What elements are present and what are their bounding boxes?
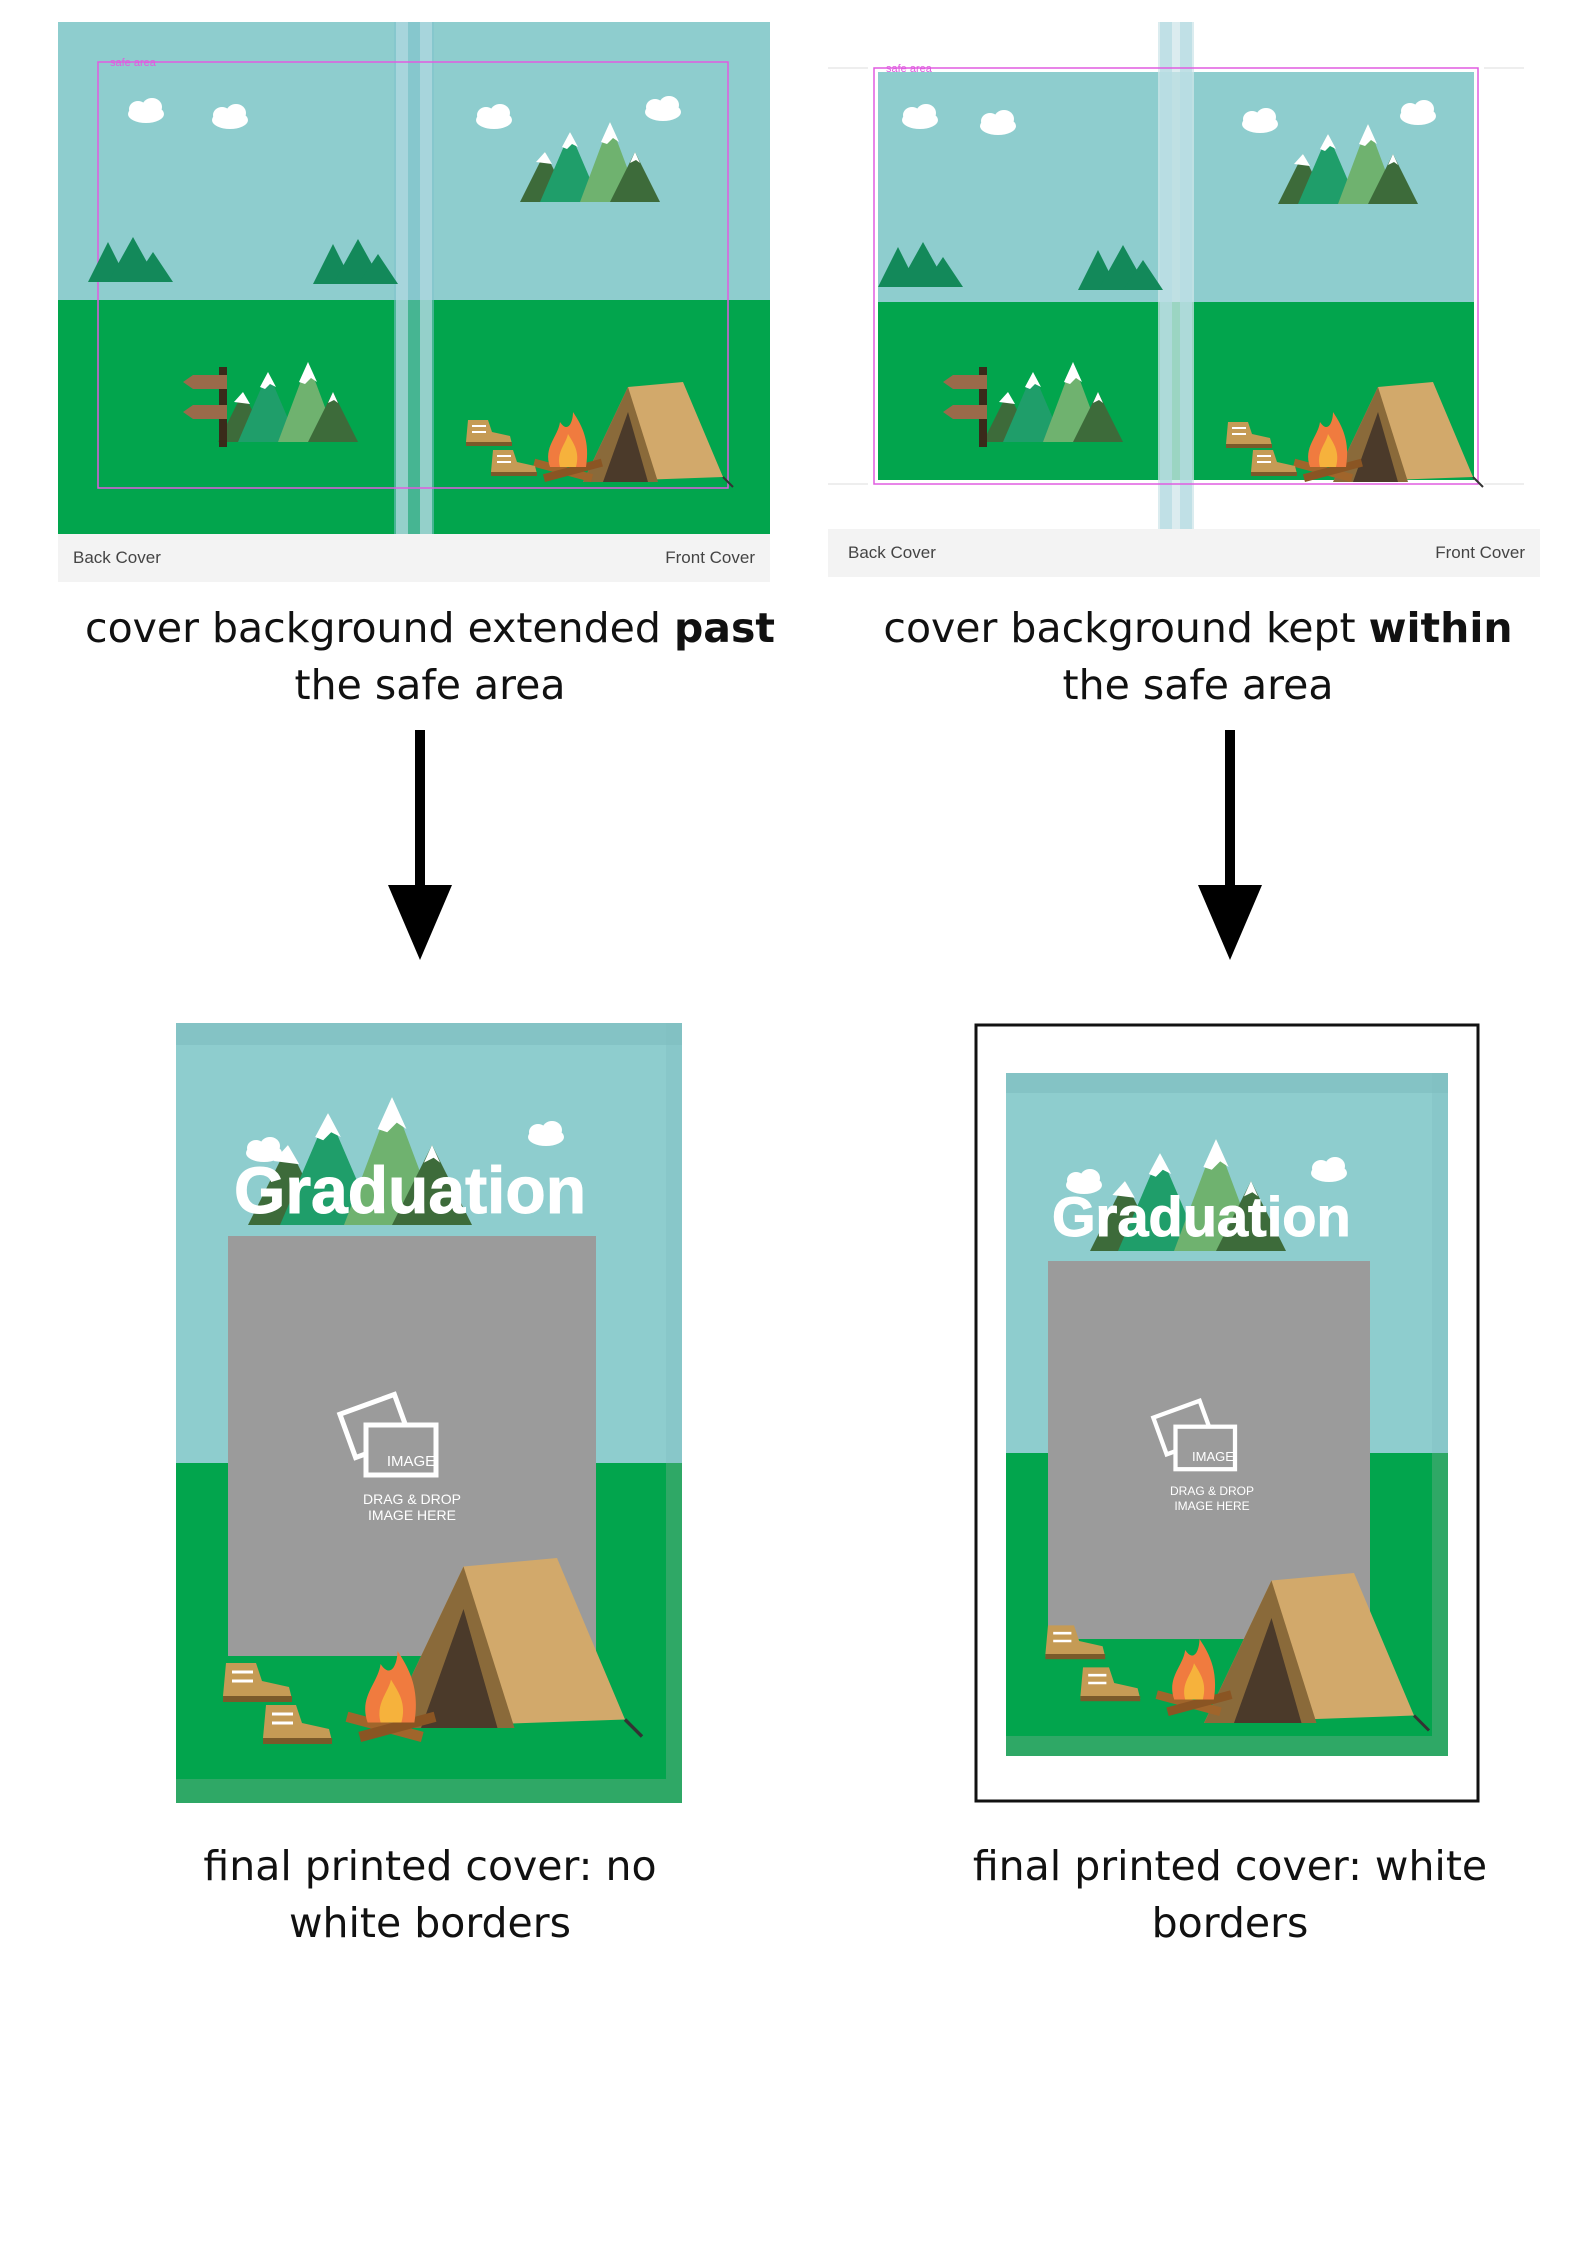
final-cover-white-borders: Graduation IMAGE DRAG & DROP IMAGE HERE: [974, 1023, 1480, 1803]
final-caption-white-borders: final printed cover: white borders: [972, 1842, 1488, 1947]
placeholder-line1: DRAG & DROP: [1170, 1484, 1254, 1498]
spread-preview-past: safe area Back Cover Front Cover: [58, 22, 770, 582]
image-placeholder-icon: [336, 1391, 439, 1478]
caption-past: cover background extended past the safe …: [85, 604, 775, 709]
spread-preview-within: safe area Back Cover Front Cover: [828, 22, 1540, 577]
final-caption-no-borders: final printed cover: no white borders: [203, 1842, 657, 1947]
back-cover-label: Back Cover: [848, 543, 936, 562]
placeholder-line2: IMAGE HERE: [368, 1507, 456, 1523]
safe-area-label: safe area: [110, 57, 157, 69]
cover-title: Graduation: [234, 1153, 586, 1227]
spread-illustration-within: safe area: [828, 22, 1524, 529]
back-cover-label: Back Cover: [73, 548, 161, 567]
placeholder-line1: DRAG & DROP: [363, 1491, 461, 1507]
cover-title: Graduation: [1052, 1185, 1351, 1248]
safe-area-label: safe area: [886, 63, 933, 75]
spread-illustration-past: safe area: [58, 22, 770, 534]
front-cover-label: Front Cover: [665, 548, 755, 567]
placeholder-tag: IMAGE: [1192, 1449, 1234, 1464]
front-cover-label: Front Cover: [1435, 543, 1525, 562]
safe-area-outline: [873, 67, 1479, 485]
placeholder-tag: IMAGE: [387, 1453, 435, 1470]
final-cover-no-borders: Graduation IMAGE DRAG & DROP IMAGE HERE: [176, 1023, 682, 1803]
image-placeholder-icon: [1150, 1398, 1238, 1472]
caption-within: cover background kept within the safe ar…: [883, 604, 1513, 709]
cover-label-bar: Back Cover Front Cover: [58, 534, 770, 582]
cover-label-bar: Back Cover Front Cover: [828, 529, 1540, 577]
down-arrow-icon: [388, 730, 452, 960]
down-arrow-icon: [1198, 730, 1262, 960]
placeholder-line2: IMAGE HERE: [1174, 1499, 1249, 1513]
